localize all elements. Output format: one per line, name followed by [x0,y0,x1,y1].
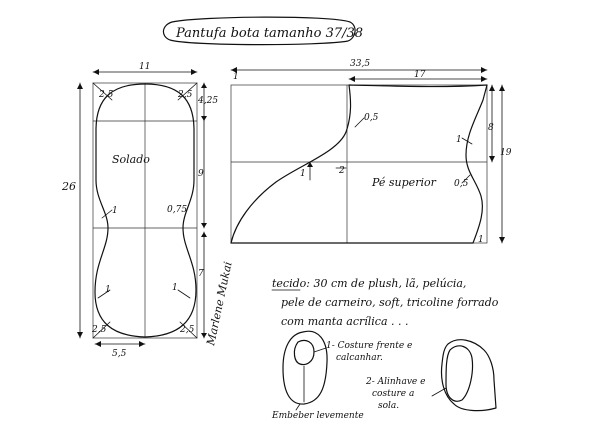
sole-bottom-width-arrows [95,341,145,347]
corner-label-tr: 2,5 [177,90,193,100]
dim-mid-upper-arrow [201,223,207,228]
step2-boot-outline [440,339,497,412]
signature-text: Marlene Mukai [204,260,235,347]
upper-label: Pé superior [371,176,437,189]
gather-pointer [295,403,301,411]
title-text: Pantufa bota tamanho 37/38 [175,26,363,41]
signature: Marlene Mukai [204,260,235,347]
sole-piece: 2,5 2,5 2,5 2,5 Solado 11 26 4,25 9 0,75… [61,62,218,359]
fabric-line-3: com manta acrílica . . . [281,315,409,328]
step2-pointer [431,387,447,397]
upper-notch-right [461,137,473,145]
step1-line-1: 1- Costure frente e [326,341,412,351]
sole-outline [94,83,197,338]
corner-diagonal-br [179,321,198,339]
curve-label-a: 0,5 [364,113,379,123]
upper-notch-right-label: 1 [456,135,462,145]
sole-bottom-width-label: 5,5 [112,349,127,359]
curve-label-b: 0,5 [454,179,469,189]
fabric-line-1: tecido: 30 cm de plush, lã, pelúcia, [272,277,466,290]
sole-label: Solado [112,153,150,166]
corner-diagonal-tl [92,82,113,101]
upper-offset-1-label: 1 [300,169,306,179]
notch-mark-upper [101,209,113,219]
sole-length-label: 26 [61,180,76,193]
upper-total-width-label: 33,5 [350,59,370,69]
dim-mid-lower-label: 7 [198,269,204,279]
fabric-notes: tecido: 30 cm de plush, lã, pelúcia, pel… [271,277,499,328]
notch-mark-lower-left [97,289,111,299]
upper-offset-2-label: 2 [338,166,345,176]
corner-diagonal-tr [177,82,198,101]
upper-corner-mark-br: 1 [478,235,484,245]
upper-top-height-label: 8 [488,123,494,133]
upper-total-height-label: 19 [500,148,512,158]
step2-line-3: sola. [378,401,399,411]
gather-label: Embeber levemente [271,411,364,421]
step1-line-2: calcanhar. [336,353,383,363]
step2-line-2: costure a [372,389,414,399]
curve-marker-b [461,174,471,184]
corner-label-bl: 2,5 [91,325,107,335]
upper-offset-1-arrow [307,162,313,167]
title-banner: Pantufa bota tamanho 37/38 [162,16,363,46]
step2-line-1: 2- Alinhave e [365,377,425,387]
fabric-line-2: pele de carneiro, soft, tricoline forrad… [281,296,499,309]
step1-pointer [313,347,327,353]
step1-slipper-opening [293,339,315,366]
notch-mark-lower-left-label: 1 [105,285,111,295]
upper-right-width-label: 17 [414,70,426,80]
upper-piece: 33,5 17 8 19 0,5 0,5 1 2 1 1 1 Pé superi… [230,59,512,245]
upper-outline [230,84,488,244]
notch-mark-lower-right-label: 1 [172,283,178,293]
notch-mark-lower-right [177,289,191,299]
title-oval [162,16,356,46]
step1-slipper-outline [282,330,328,405]
corner-label-tl: 2,5 [98,90,114,100]
dim-top-gap-label: 4,25 [197,96,218,106]
curve-marker-a [354,117,365,128]
sole-width-label: 11 [139,62,150,72]
corner-diagonal-bl [92,321,111,339]
step2-boot-sole [445,345,474,402]
notch-mark-upper-label: 1 [112,206,118,216]
step1-slipper-sketch: 1- Costure frente e calcanhar. Embeber l… [271,330,412,421]
corner-label-br: 2,5 [179,325,195,335]
upper-bounding-box [230,84,488,244]
upper-corner-mark-tl: 1 [233,72,239,82]
step2-boot-sketch: 2- Alinhave e costure a sola. [365,339,497,412]
dim-mid-upper-label: 9 [198,169,204,179]
seam-allowance-label: 0,75 [167,205,187,215]
